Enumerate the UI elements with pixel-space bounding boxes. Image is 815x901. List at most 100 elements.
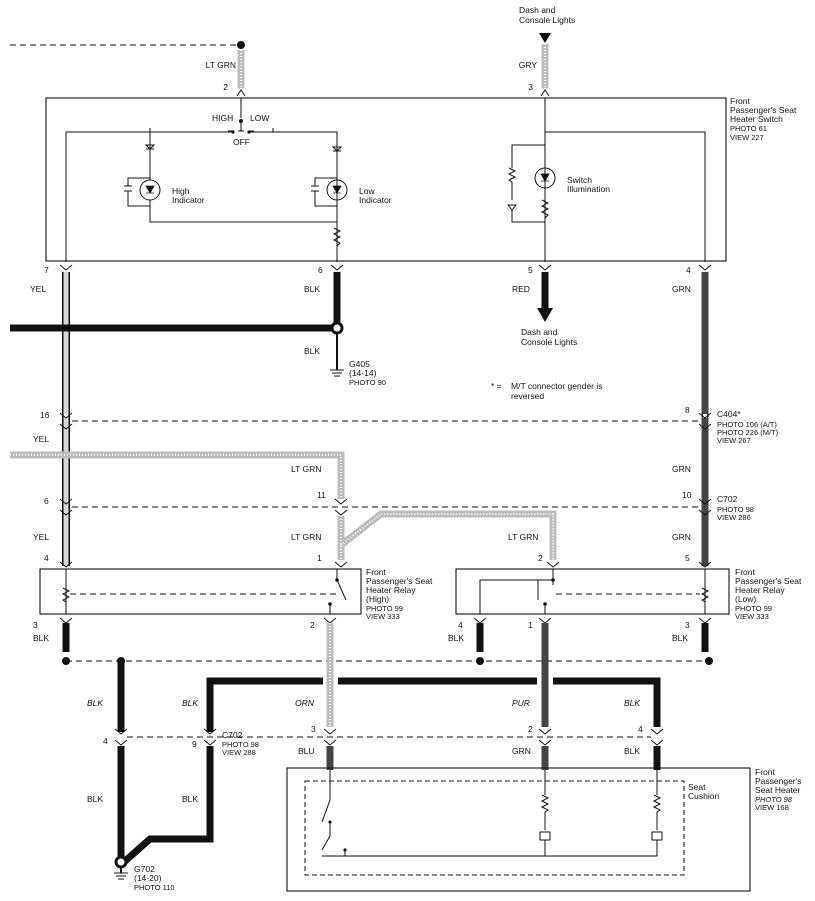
- dash-lights-label: Dash and: [521, 327, 558, 337]
- c702-view: VIEW 286: [717, 513, 751, 522]
- wire-label-blk: BLK: [304, 346, 320, 356]
- wire-label-grn: GRN: [672, 532, 691, 542]
- pin-label: 11: [317, 490, 326, 500]
- splice-dot: [330, 321, 344, 335]
- ground-icon: [114, 872, 128, 880]
- pin-label: 1: [317, 553, 322, 563]
- wire-label-grn: GRN: [672, 464, 691, 474]
- led-icon: [540, 173, 550, 182]
- splice-dot: [62, 657, 70, 665]
- pin-label: 16: [40, 410, 50, 420]
- note-symbol: * =: [491, 381, 502, 391]
- wire-lt-grn-feed: [10, 451, 345, 499]
- heater-photo: PHOTO 98: [755, 795, 793, 804]
- high-indicator-label: High: [172, 186, 190, 196]
- relay-contact-icon: [537, 569, 554, 614]
- pin-label: 9: [192, 739, 197, 749]
- relay-contact-icon: [329, 569, 347, 614]
- switch-name: Heater Switch: [730, 114, 783, 124]
- heater-name: Passenger's: [755, 776, 802, 786]
- relay-high-box: [39, 568, 362, 615]
- pin-label: 4: [458, 620, 463, 630]
- wire-label-gry: GRY: [519, 60, 538, 70]
- wire-blk-g702: [117, 746, 214, 865]
- dash-lights-label: Dash and: [519, 5, 556, 15]
- wire-label-blk: BLK: [624, 746, 640, 756]
- led-icon: [332, 185, 342, 194]
- relay-coil-icon: [61, 569, 71, 614]
- c702-lower-photo: PHOTO 98: [222, 740, 259, 749]
- resistor-icon: [652, 770, 662, 830]
- splice-dot: [476, 657, 484, 665]
- resistor-icon: [332, 227, 342, 247]
- wire-label-lt-grn: LT GRN: [508, 532, 538, 542]
- wire-label-lt-grn: LT GRN: [206, 60, 236, 70]
- splice-dot: [237, 41, 245, 49]
- heater-name: Seat Heater: [755, 785, 801, 795]
- switch-name: Front: [730, 96, 750, 106]
- pin-label: 3: [33, 620, 38, 630]
- switch-high-label: HIGH: [212, 113, 233, 123]
- wire-label-grn: GRN: [672, 284, 691, 294]
- resistor-icon: [507, 144, 545, 200]
- pin-label: 7: [44, 265, 49, 275]
- wire-label-blk: BLK: [624, 698, 640, 708]
- resistor-icon: [540, 199, 550, 219]
- relay-low-photo: PHOTO 99: [735, 604, 772, 613]
- high-indicator-label: Indicator: [172, 195, 205, 205]
- pin-label: 5: [528, 265, 533, 275]
- pin-label: 1: [528, 620, 533, 630]
- illumination-label: Switch: [567, 175, 592, 185]
- splice-dot: [114, 855, 128, 869]
- c702-photo: PHOTO 98: [717, 505, 754, 514]
- wire-label-blk: BLK: [304, 284, 320, 294]
- connector-chevron: [236, 89, 550, 97]
- diode-icon: [144, 144, 156, 150]
- relay-low-name: Front: [735, 567, 755, 577]
- pin-label: 2: [310, 620, 315, 630]
- thermostat-icon: [321, 770, 545, 857]
- relay-high-photo: PHOTO 99: [366, 604, 403, 613]
- c404-photo: PHOTO 226 (M/T): [717, 428, 779, 437]
- heater-element-icon: [539, 831, 551, 856]
- switch-view: VIEW 227: [730, 133, 764, 142]
- wire-label-yel: YEL: [30, 284, 46, 294]
- capacitor-icon: [311, 177, 337, 207]
- relay-low-name: Heater Relay: [735, 585, 785, 595]
- connector-chevron: [59, 498, 712, 516]
- pin-label: 4: [44, 553, 49, 563]
- g702-photo: PHOTO 110: [134, 883, 175, 892]
- g405-sub: (14-14): [349, 368, 377, 378]
- resistor-icon: [540, 770, 550, 830]
- diode-icon: [331, 146, 343, 152]
- wire-label-blk: BLK: [182, 698, 198, 708]
- wire-label-blk: BLK: [448, 633, 464, 643]
- switch-illum-bus: [545, 131, 706, 262]
- wire-label-yel: YEL: [33, 532, 49, 542]
- pin-label: 3: [685, 620, 690, 630]
- relay-low-name: (Low): [735, 594, 756, 604]
- pin-label: 10: [682, 490, 692, 500]
- cushion-label: Seat: [688, 782, 706, 792]
- switch-off-label: OFF: [233, 137, 250, 147]
- c702-label: C702: [717, 494, 738, 504]
- heater-view: VIEW 168: [755, 803, 789, 812]
- switch-name: Passenger's Seat: [730, 105, 797, 115]
- switch-low-label: LOW: [250, 113, 269, 123]
- wire-label-lt-grn: LT GRN: [291, 532, 321, 542]
- pin-label: 6: [44, 496, 49, 506]
- connector-chevron: [59, 412, 712, 430]
- wire-label-blk: BLK: [33, 633, 49, 643]
- pin-label: 8: [685, 405, 690, 415]
- wire-label-blk: BLK: [87, 794, 103, 804]
- switch-photo: PHOTO 61: [730, 124, 767, 133]
- c702-lower-label: C702: [222, 730, 243, 740]
- relay-low-box: [455, 568, 730, 615]
- illumination-label: Illumination: [567, 184, 610, 194]
- note-text: M/T connector gender is: [511, 381, 603, 391]
- pin-label: 6: [318, 265, 323, 275]
- switch-low-bus: [249, 128, 338, 140]
- wire-label-blk: BLK: [672, 633, 688, 643]
- heater-name: Front: [755, 767, 775, 777]
